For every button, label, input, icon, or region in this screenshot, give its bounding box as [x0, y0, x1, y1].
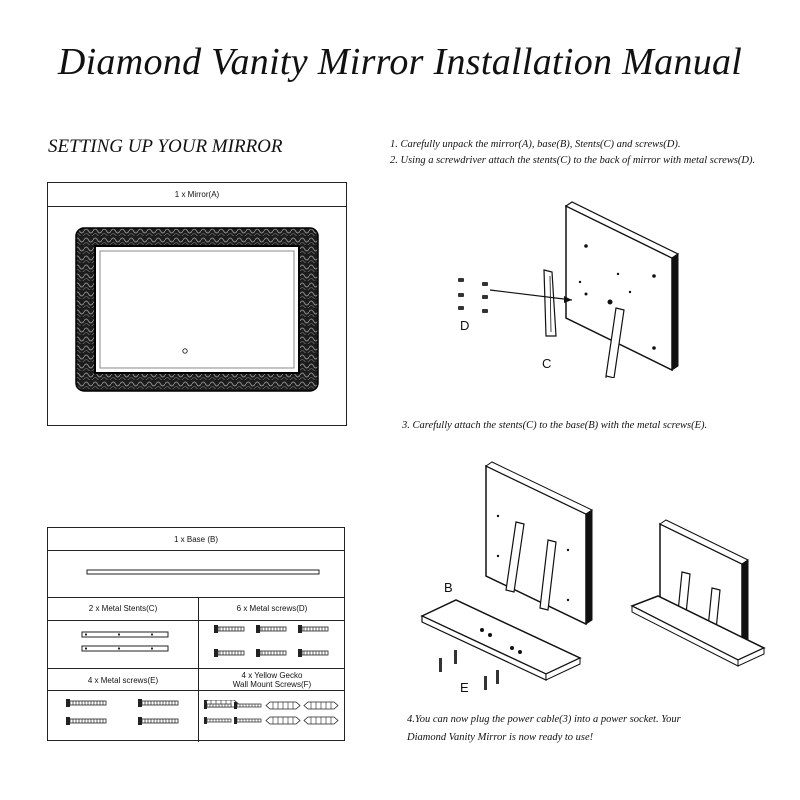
label-e: E: [460, 680, 469, 695]
screws-d-illustration: [214, 625, 329, 658]
screws-e-part-label: 4 x Metal screws(E): [87, 676, 159, 685]
divider: [48, 597, 344, 598]
gecko-screws-label-line2: Wall Mount Screws(F): [232, 680, 312, 689]
mirror-edge: [671, 253, 679, 371]
parts-table: 1 x Base (B) 2 x Metal Stents(C) 6 x Met…: [47, 527, 345, 742]
gecko-screws-illustration: [204, 700, 339, 725]
divider: [48, 206, 346, 207]
page-title: Diamond Vanity Mirror Installation Manua…: [57, 41, 743, 83]
step-4-text-line2: Diamond Vanity Mirror is now ready to us…: [407, 732, 594, 743]
step-2-diagram: D C: [458, 201, 680, 378]
step-3-text: 3. Carefully attach the stents(C) to the…: [402, 420, 708, 431]
arrow: [489, 289, 573, 301]
divider: [48, 550, 344, 551]
base-part-label: 1 x Base (B): [173, 535, 218, 544]
screws-d-part-label: 6 x Metal screws(D): [236, 604, 308, 613]
gecko-screws-label-line1: 4 x Yellow Gecko: [241, 671, 303, 680]
divider: [48, 668, 344, 669]
stent-loose: [543, 269, 557, 337]
base-illustration: [86, 569, 320, 575]
divider: [48, 690, 344, 691]
mirror-led-strip: [99, 250, 295, 369]
label-b: B: [444, 580, 453, 595]
section-heading: SETTING UP YOUR MIRROR: [48, 136, 283, 157]
label-d: D: [460, 318, 469, 333]
screws-d-group: [458, 278, 488, 313]
label-c: C: [542, 356, 551, 371]
stent-on-mirror: [605, 307, 625, 378]
touch-switch-icon: [182, 348, 188, 354]
mirror-part-box: 1 x Mirror(A): [47, 182, 347, 426]
step-1-text: 1. Carefully unpack the mirror(A), base(…: [390, 139, 681, 150]
screws-e-group: [439, 650, 499, 690]
step-3-diagram-assembled: [630, 519, 766, 667]
step-2-text: 2. Using a screwdriver attach the stents…: [390, 155, 756, 166]
mirror-illustration: [75, 227, 319, 392]
divider: [48, 620, 344, 621]
mirror-part-label: 1 x Mirror(A): [174, 190, 220, 199]
divider: [198, 597, 199, 742]
mirror-glass: [94, 245, 300, 374]
stents-illustration: [81, 631, 169, 652]
base-plate: [420, 599, 582, 675]
step-4-text-line1: 4.You can now plug the power cable(3) in…: [407, 714, 681, 725]
screws-e-illustration: [66, 699, 179, 726]
stents-part-label: 2 x Metal Stents(C): [88, 604, 158, 613]
step-3-diagram-exploded: B E: [420, 461, 594, 695]
